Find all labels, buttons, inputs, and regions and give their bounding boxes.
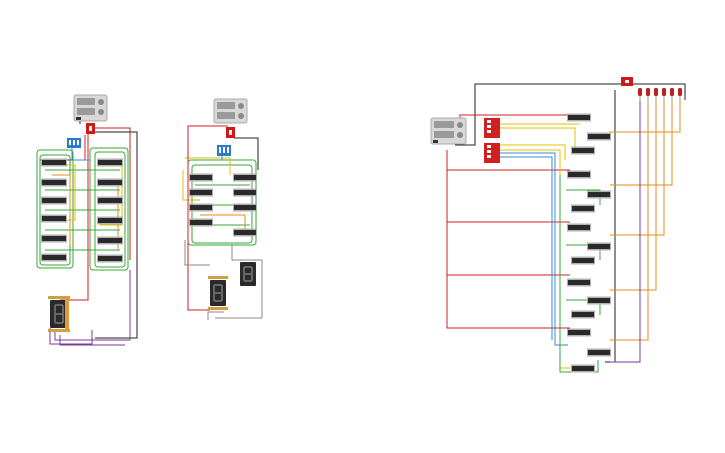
wire-yellow bbox=[500, 149, 575, 369]
wire-gray bbox=[207, 311, 224, 320]
toggle-switch[interactable] bbox=[621, 77, 633, 86]
ic-chips-middle bbox=[189, 173, 257, 237]
ic-chip[interactable] bbox=[97, 254, 123, 263]
ic-chip[interactable] bbox=[567, 113, 591, 122]
ic-chip[interactable] bbox=[567, 328, 591, 337]
led bbox=[646, 88, 650, 101]
led bbox=[638, 88, 642, 101]
led bbox=[662, 88, 666, 101]
ic-chip[interactable] bbox=[233, 228, 257, 237]
wires-right bbox=[446, 83, 686, 373]
wire-red bbox=[187, 125, 228, 311]
ic-chip[interactable] bbox=[97, 216, 123, 225]
ic-chip[interactable] bbox=[567, 278, 591, 287]
ic-chip[interactable] bbox=[571, 204, 595, 213]
wire-black bbox=[95, 131, 138, 339]
ic-chip[interactable] bbox=[233, 188, 257, 197]
wire-yellow bbox=[182, 157, 231, 201]
wire-yellow bbox=[500, 123, 580, 160]
ic-chip[interactable] bbox=[233, 203, 257, 212]
ic-chip[interactable] bbox=[587, 348, 611, 357]
wire-black bbox=[632, 83, 686, 100]
toggle-switch[interactable] bbox=[226, 127, 235, 138]
dip-switch[interactable] bbox=[484, 143, 500, 163]
wire-orange bbox=[610, 100, 657, 291]
ic-chip[interactable] bbox=[41, 178, 67, 187]
ic-chip[interactable] bbox=[587, 296, 611, 305]
circuit-middle bbox=[182, 98, 263, 320]
ic-chip[interactable] bbox=[41, 214, 67, 223]
wire-red bbox=[447, 169, 570, 276]
wire-red bbox=[446, 150, 570, 329]
ic-chip[interactable] bbox=[189, 173, 213, 182]
ic-chip[interactable] bbox=[587, 242, 611, 251]
dip-switch[interactable] bbox=[67, 138, 81, 148]
ic-chip[interactable] bbox=[189, 188, 213, 197]
wire-blue bbox=[71, 148, 90, 161]
wire-purple bbox=[49, 328, 93, 345]
wire-green bbox=[45, 169, 120, 251]
power-supply[interactable] bbox=[73, 94, 108, 122]
ic-chip[interactable] bbox=[189, 203, 213, 212]
ic-chip[interactable] bbox=[97, 236, 123, 245]
wire-red bbox=[60, 127, 131, 301]
seven-segment-display bbox=[240, 262, 256, 286]
ic-chip[interactable] bbox=[567, 170, 591, 179]
ic-chip[interactable] bbox=[41, 196, 67, 205]
ic-chips-right bbox=[567, 113, 611, 373]
led-row bbox=[638, 88, 682, 101]
ic-chip[interactable] bbox=[233, 173, 257, 182]
ic-chip[interactable] bbox=[587, 190, 611, 199]
seven-segment-display bbox=[50, 300, 68, 328]
ic-chip[interactable] bbox=[571, 256, 595, 265]
wire-black bbox=[234, 137, 259, 170]
wire-orange bbox=[610, 100, 673, 186]
wire-orange bbox=[610, 100, 649, 341]
wire-orange bbox=[610, 100, 665, 236]
toggle-switch[interactable] bbox=[86, 123, 95, 134]
ic-chip[interactable] bbox=[97, 196, 123, 205]
ic-chips-left bbox=[41, 158, 123, 263]
led bbox=[670, 88, 674, 101]
ic-chip[interactable] bbox=[97, 158, 123, 167]
ic-chip[interactable] bbox=[571, 146, 595, 155]
ic-chip[interactable] bbox=[587, 132, 611, 141]
led bbox=[678, 88, 682, 101]
seven-segment-display bbox=[210, 280, 226, 306]
wire-black bbox=[605, 90, 616, 363]
wire-gray bbox=[184, 240, 263, 319]
ic-chip[interactable] bbox=[41, 158, 67, 167]
dip-switch[interactable] bbox=[217, 145, 231, 156]
ic-chip[interactable] bbox=[97, 178, 123, 187]
ic-chip[interactable] bbox=[571, 364, 595, 373]
dip-switch[interactable] bbox=[484, 118, 500, 138]
wire-purple bbox=[610, 100, 641, 363]
power-supply[interactable] bbox=[430, 117, 467, 145]
wire-green bbox=[36, 149, 74, 269]
wire-blue bbox=[500, 152, 568, 346]
power-supply[interactable] bbox=[213, 98, 248, 124]
wire-green bbox=[89, 147, 129, 271]
ic-chip[interactable] bbox=[41, 234, 67, 243]
wire-orange bbox=[200, 214, 246, 235]
display-pins bbox=[48, 296, 70, 332]
display-pins bbox=[208, 276, 228, 310]
ic-chip[interactable] bbox=[189, 218, 213, 227]
led bbox=[654, 88, 658, 101]
circuit-right bbox=[430, 77, 686, 373]
wire-orange bbox=[610, 100, 681, 133]
ic-chip[interactable] bbox=[41, 253, 67, 262]
ic-chip[interactable] bbox=[571, 310, 595, 319]
ic-chip[interactable] bbox=[567, 223, 591, 232]
circuit-left bbox=[36, 94, 138, 346]
